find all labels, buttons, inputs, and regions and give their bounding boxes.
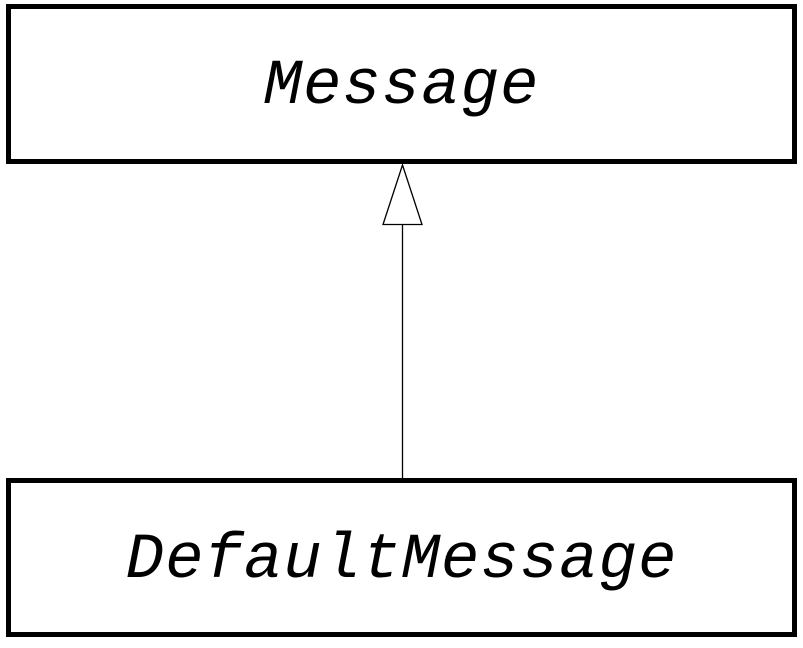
class-node-default-message[interactable]: DefaultMessage [6,478,797,637]
hollow-triangle-arrowhead-icon [382,162,423,226]
class-name-label: Message [263,51,540,123]
class-node-message[interactable]: Message [6,4,797,164]
class-name-label: DefaultMessage [125,524,678,597]
